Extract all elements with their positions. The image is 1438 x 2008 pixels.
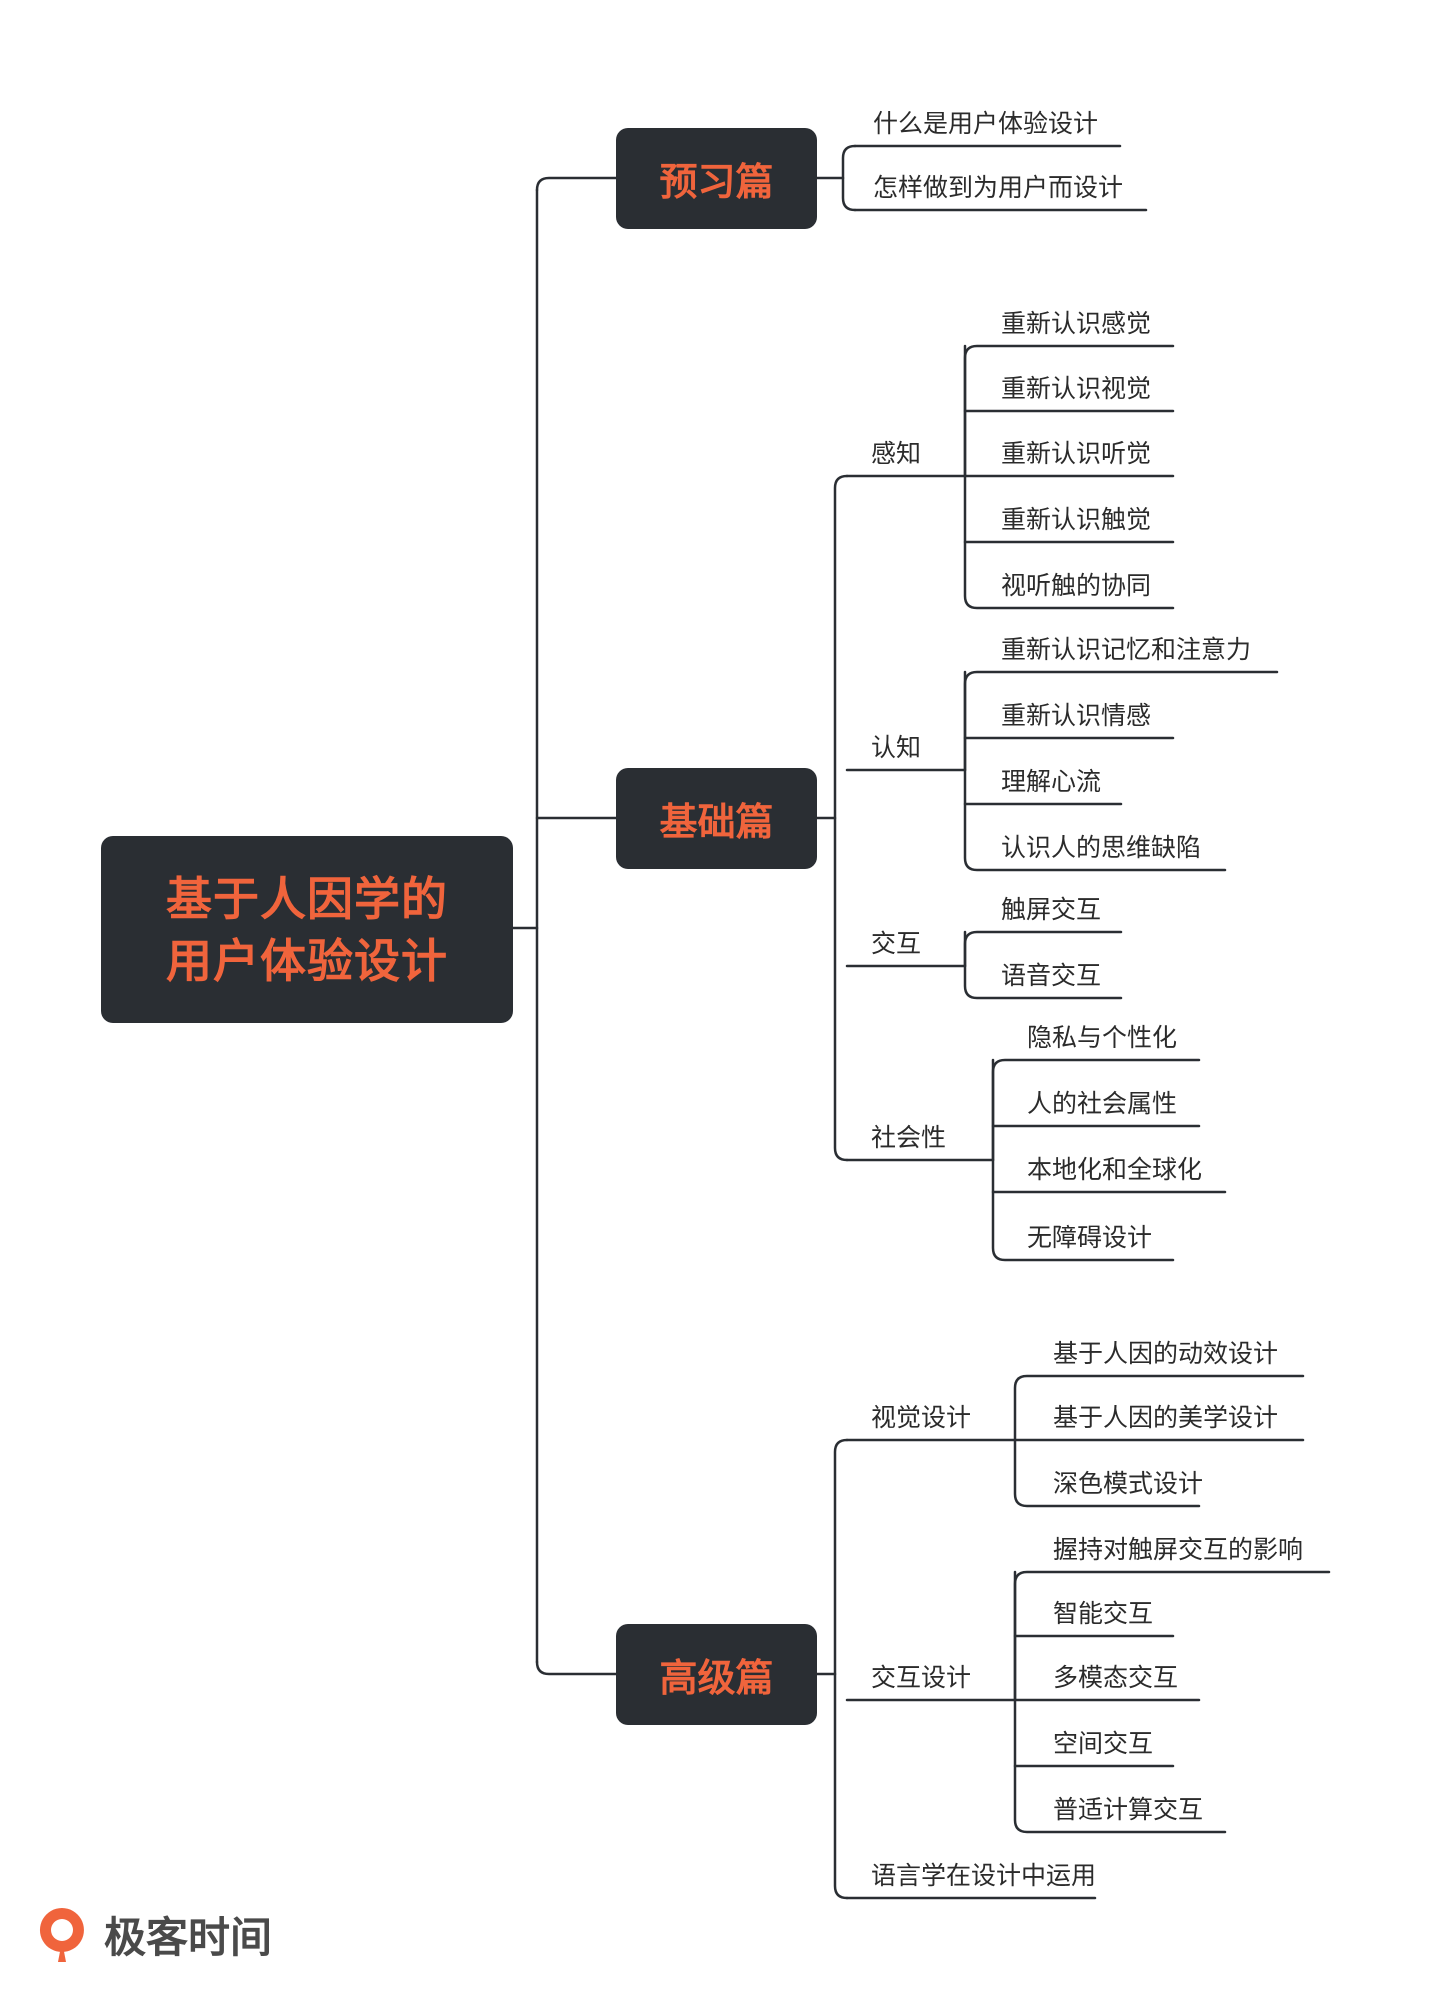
- root-title-line2: 用户体验设计: [166, 933, 448, 988]
- leaf-item: 触屏交互: [1001, 895, 1102, 924]
- root-title-line1: 基于人因学的: [166, 871, 448, 926]
- geektime-logo-icon: [39, 1908, 84, 1962]
- group-perception: 感知: [871, 439, 922, 468]
- leaf-item: 重新认识记忆和注意力: [1001, 635, 1252, 664]
- leaf-item: 语音交互: [1001, 961, 1102, 990]
- leaf-item: 重新认识视觉: [1001, 374, 1152, 403]
- leaf-item: 重新认识触觉: [1001, 505, 1152, 534]
- leaf-item: 基于人因的动效设计: [1053, 1339, 1279, 1368]
- leaf-item: 人的社会属性: [1027, 1089, 1178, 1118]
- group-linguistics: 语言学在设计中运用: [871, 1861, 1097, 1890]
- leaf-item: 空间交互: [1053, 1729, 1154, 1758]
- leaf-item: 隐私与个性化: [1027, 1023, 1178, 1052]
- leaf-item: 深色模式设计: [1053, 1469, 1204, 1498]
- group-visual-design: 视觉设计: [871, 1403, 972, 1432]
- leaf-item: 视听触的协同: [1001, 571, 1152, 600]
- leaf-item: 普适计算交互: [1053, 1795, 1204, 1824]
- leaf-item: 智能交互: [1053, 1599, 1154, 1628]
- category-preview: 预习篇: [616, 128, 817, 229]
- leaf-item: 本地化和全球化: [1027, 1155, 1203, 1184]
- leaf-item: 握持对触屏交互的影响: [1053, 1535, 1304, 1564]
- leaf-item: 无障碍设计: [1027, 1223, 1153, 1252]
- preview-item-2: 怎样做到为用户而设计: [873, 173, 1124, 202]
- group-interaction-design: 交互设计: [871, 1663, 972, 1692]
- leaf-item: 理解心流: [1001, 767, 1102, 796]
- leaf-item: 重新认识感觉: [1001, 309, 1152, 338]
- category-advanced: 高级篇: [616, 1624, 817, 1725]
- leaf-item: 重新认识听觉: [1001, 439, 1152, 468]
- logo-text: 极客时间: [104, 1913, 273, 1962]
- leaf-item: 重新认识情感: [1001, 701, 1152, 730]
- group-cognition: 认知: [871, 733, 922, 762]
- leaf-item: 多模态交互: [1053, 1663, 1179, 1692]
- root-node: 基于人因学的 用户体验设计: [101, 836, 513, 1023]
- leaf-item: 基于人因的美学设计: [1053, 1403, 1279, 1432]
- preview-item-1: 什么是用户体验设计: [873, 109, 1099, 138]
- geektime-logo: 极客时间: [96, 1904, 272, 1965]
- group-social: 社会性: [871, 1123, 947, 1152]
- group-interaction: 交互: [871, 929, 922, 958]
- leaf-item: 认识人的思维缺陷: [1001, 833, 1202, 862]
- category-basic: 基础篇: [616, 768, 817, 869]
